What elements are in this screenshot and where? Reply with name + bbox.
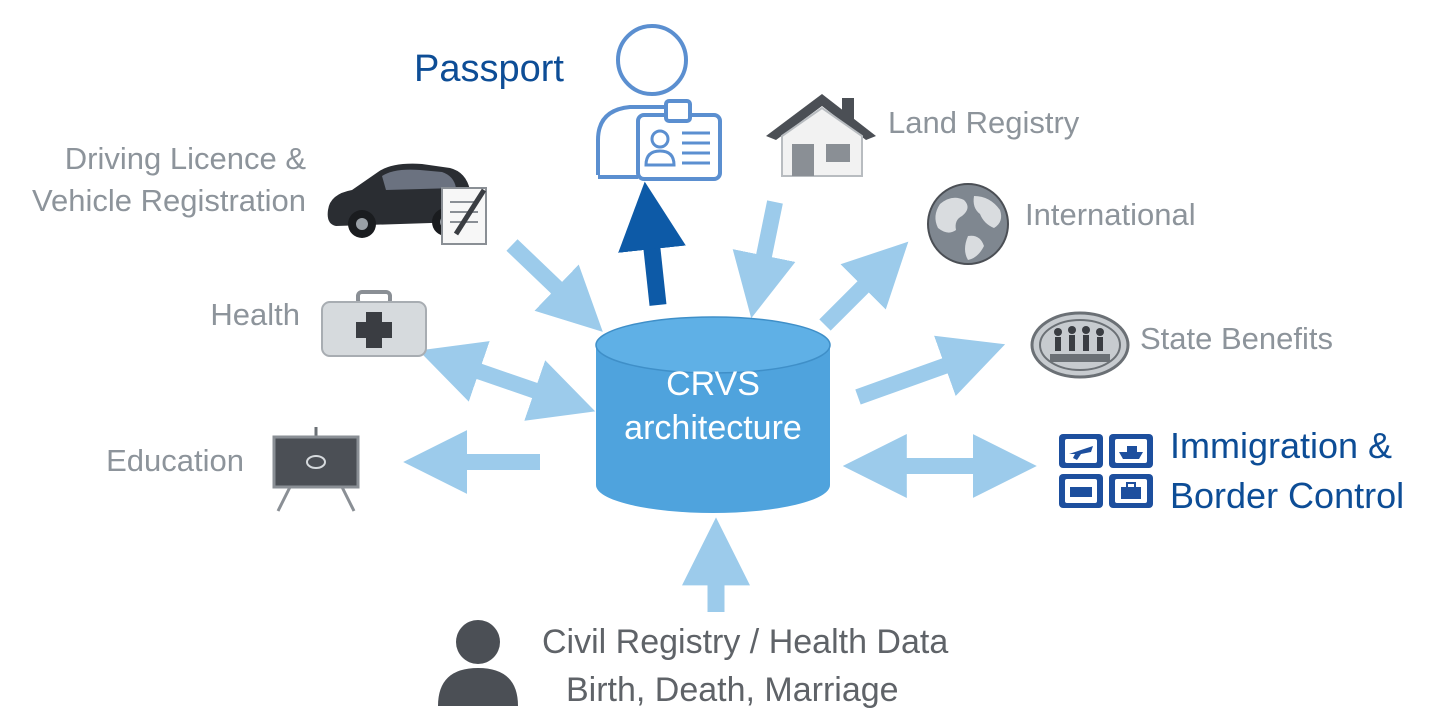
community-badge-icon <box>1028 310 1132 380</box>
arrow-from-driving <box>506 239 603 332</box>
driving-label-line2: Vehicle Registration <box>32 183 306 218</box>
health-label: Health <box>210 297 300 332</box>
database-label: CRVS architecture <box>593 362 833 450</box>
arrow-to-state-benefits <box>855 335 1006 405</box>
travel-icons-grid <box>1057 432 1157 510</box>
civil-registry-label-line2: Birth, Death, Marriage <box>566 671 899 709</box>
international-label: International <box>1025 197 1196 232</box>
database-label-line2: architecture <box>624 409 802 447</box>
civil-registry-label-line1: Civil Registry / Health Data <box>542 623 949 661</box>
arrow-to-passport <box>618 181 686 306</box>
education-label: Education <box>106 443 244 478</box>
person-silhouette-icon <box>430 612 526 708</box>
arrow-to-international <box>819 241 909 331</box>
globe-icon <box>918 178 1018 268</box>
chalkboard-icon <box>268 425 364 513</box>
first-aid-kit-icon <box>318 288 430 360</box>
car-document-icon <box>322 150 497 250</box>
database-cylinder <box>595 316 831 513</box>
immigration-label-line1: Immigration & <box>1170 425 1393 466</box>
person-id-card-icon <box>590 15 730 185</box>
passport-label: Passport <box>414 48 564 90</box>
arrow-health-bidirectional <box>418 341 596 421</box>
state-benefits-label: State Benefits <box>1140 321 1334 356</box>
house-icon <box>762 90 880 180</box>
land-registry-label: Land Registry <box>888 105 1080 140</box>
database-label-line1: CRVS <box>666 365 760 403</box>
driving-label-line1: Driving Licence & <box>64 141 306 176</box>
immigration-label-line2: Border Control <box>1170 475 1405 516</box>
arrow-from-land-registry <box>732 200 796 319</box>
